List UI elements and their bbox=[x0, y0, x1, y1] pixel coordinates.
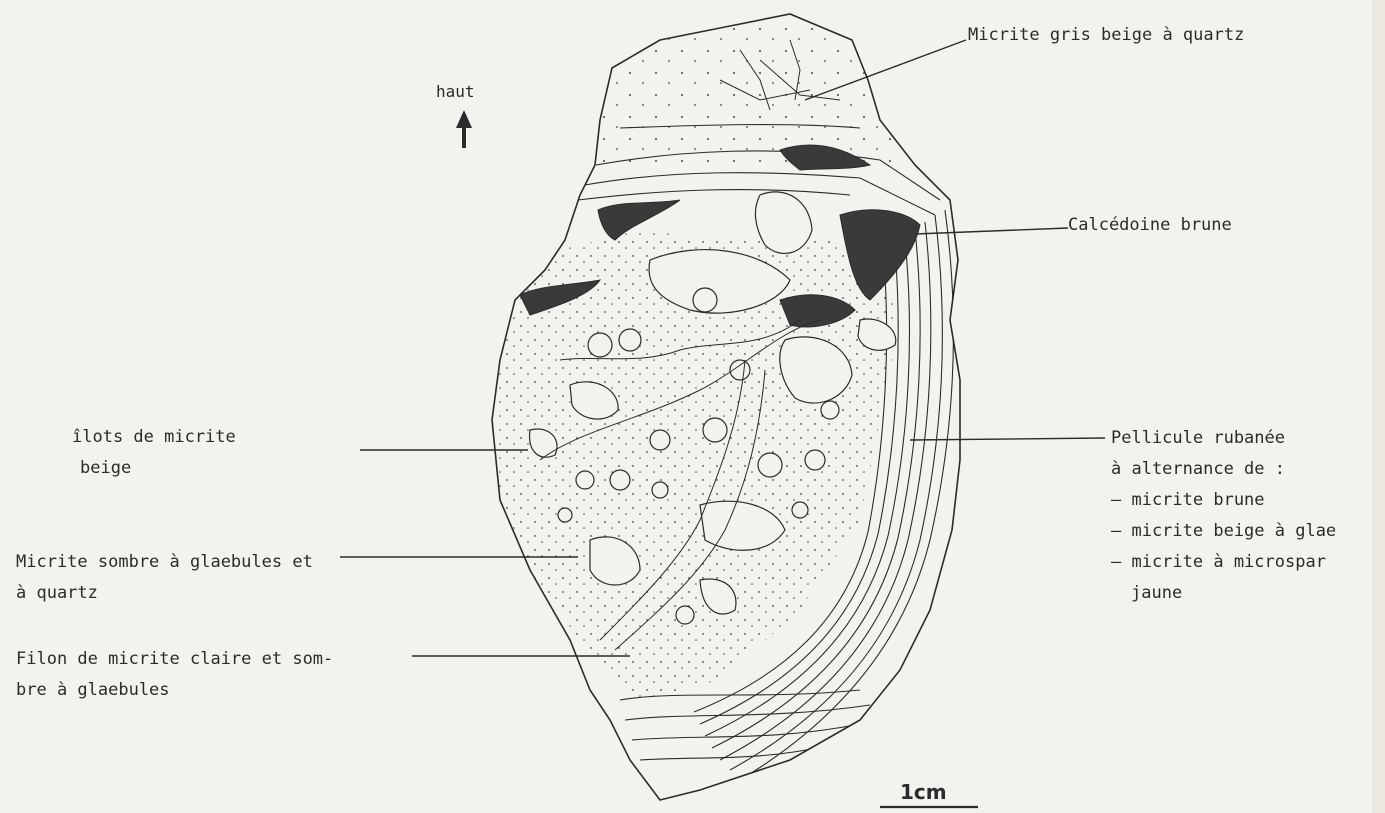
micrite-sombre-line: à quartz bbox=[16, 578, 313, 609]
ilots-line: beige bbox=[72, 453, 236, 484]
scale-bar-label: 1cm bbox=[900, 780, 947, 804]
micrite-sombre-line: Micrite sombre à glaebules et bbox=[16, 547, 313, 578]
pellicule-line: jaune bbox=[1111, 578, 1336, 609]
label-micrite-sombre: Micrite sombre à glaebules et à quartz bbox=[16, 547, 313, 609]
label-pellicule: Pellicule rubanée à alternance de : – mi… bbox=[1111, 423, 1336, 609]
pellicule-line: à alternance de : bbox=[1111, 454, 1336, 485]
ilots-line: îlots de micrite bbox=[72, 422, 236, 453]
pellicule-line: – micrite beige à glae bbox=[1111, 516, 1336, 547]
up-arrow-icon bbox=[456, 110, 472, 148]
pellicule-line: – micrite à microspar bbox=[1111, 547, 1336, 578]
label-ilots: îlots de micrite beige bbox=[72, 422, 236, 484]
label-filon: Filon de micrite claire et som- bre à gl… bbox=[16, 644, 333, 706]
upper-micrite-zone bbox=[590, 10, 970, 170]
filon-line: bre à glaebules bbox=[16, 675, 333, 706]
label-calcedoine: Calcédoine brune bbox=[1068, 210, 1232, 241]
label-micrite-gris: Micrite gris beige à quartz bbox=[968, 20, 1244, 51]
pellicule-line: Pellicule rubanée bbox=[1111, 423, 1336, 454]
pellicule-line: – micrite brune bbox=[1111, 485, 1336, 516]
filon-line: Filon de micrite claire et som- bbox=[16, 644, 333, 675]
direction-label: haut bbox=[436, 76, 475, 107]
